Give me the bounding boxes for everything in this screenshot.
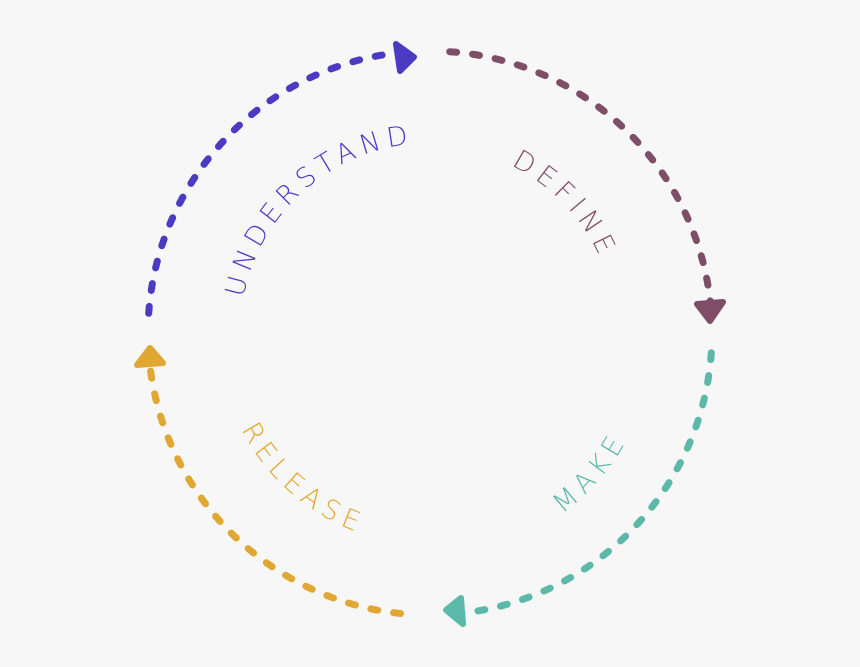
define-arc — [446, 48, 714, 307]
understand-label-text: UNDERSTAND — [220, 119, 410, 299]
define-label: DEFINE — [508, 144, 624, 264]
make-label: MAKE — [547, 426, 634, 519]
make-label-text: MAKE — [547, 426, 628, 519]
release-arrow-icon — [134, 345, 166, 368]
understand-arc — [145, 50, 395, 317]
release-label-text: RELEASE — [235, 417, 364, 540]
understand-label: UNDERSTAND — [220, 119, 416, 299]
understand-arrow-icon — [393, 41, 417, 74]
make-arrow-icon — [443, 595, 466, 627]
define-arrow-icon — [694, 299, 726, 324]
define-label-text: DEFINE — [508, 144, 618, 264]
release-label: RELEASE — [235, 417, 370, 540]
